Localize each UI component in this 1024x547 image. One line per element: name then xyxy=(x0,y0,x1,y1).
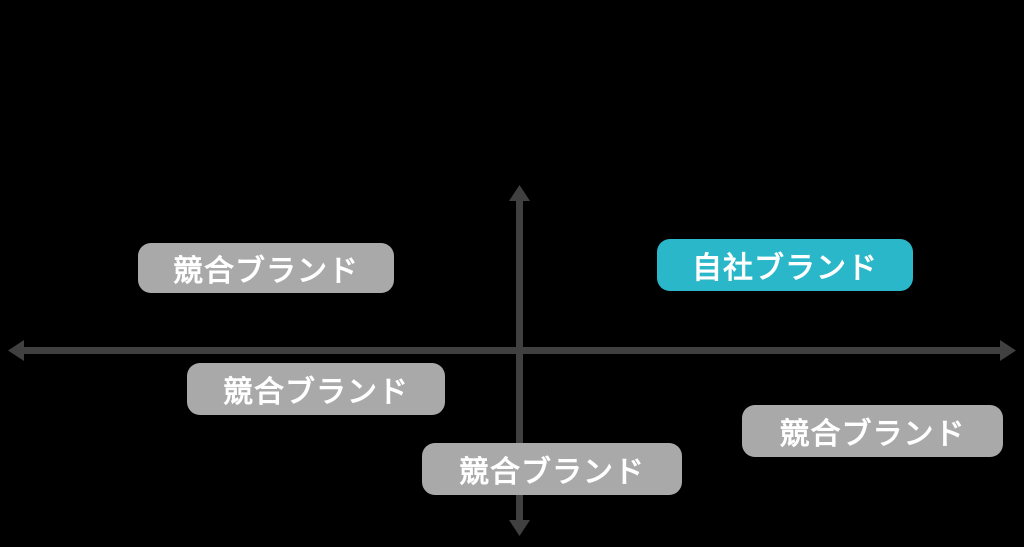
arrow-right-icon xyxy=(1000,340,1016,361)
brand-label-competitor-lower-left: 競合ブランド xyxy=(187,363,445,415)
brand-label-competitor-lower-center: 競合ブランド xyxy=(422,443,682,495)
arrow-down-icon xyxy=(509,520,530,536)
vertical-axis-line xyxy=(516,199,523,525)
horizontal-axis-line xyxy=(20,347,1004,354)
brand-label-competitor-lower-right: 競合ブランド xyxy=(742,405,1003,457)
arrow-up-icon xyxy=(509,185,530,201)
brand-label-own-brand: 自社ブランド xyxy=(657,239,913,291)
arrow-left-icon xyxy=(8,340,24,361)
brand-label-competitor-upper-left: 競合ブランド xyxy=(138,243,394,293)
